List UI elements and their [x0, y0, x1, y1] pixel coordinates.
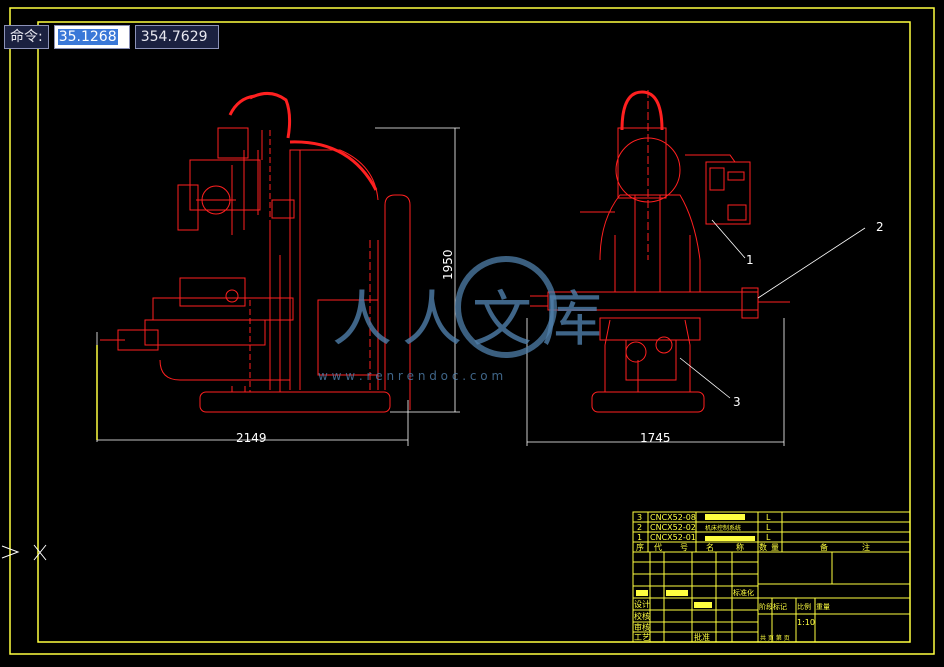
- watermark-url: w w w . r e n r e n d o c . c o m: [318, 369, 503, 383]
- label-weight: 重量: [816, 603, 830, 611]
- inner-frame: [37, 21, 911, 643]
- command-label: 命令:: [4, 25, 49, 49]
- header-name-1: 名: [706, 542, 714, 552]
- x-coordinate-value: 35.1268: [57, 29, 118, 45]
- watermark: 人人文库 w w w . r e n r e n d o c . c o m: [318, 256, 612, 383]
- command-bar: 命令: 35.1268 354.7629: [4, 25, 219, 49]
- label-design: 设计: [634, 599, 650, 609]
- watermark-chars: 人人文库: [332, 285, 612, 355]
- y-coordinate-input[interactable]: 354.7629: [134, 25, 219, 49]
- callout-2: 2: [876, 220, 884, 234]
- part-1-mat: L: [766, 533, 771, 542]
- header-qty-2: 量: [771, 543, 779, 552]
- side-view-dimensions: [526, 219, 866, 446]
- sheet-info: 共 页 第 页: [760, 634, 790, 642]
- dim-left-width: 2149: [236, 431, 267, 445]
- header-seq: 序: [636, 542, 644, 552]
- dim-right-width: 1745: [640, 431, 671, 445]
- part-3-code: CNCX52-08: [650, 513, 696, 522]
- header-code-1: 代: [654, 542, 662, 552]
- callout-3: 3: [733, 395, 741, 409]
- callout-1: 1: [746, 253, 754, 267]
- label-scale-hdr: 比例: [797, 602, 811, 611]
- part-1-code: CNCX52-01: [650, 533, 696, 542]
- front-view[interactable]: [100, 92, 411, 413]
- part-2-mat: L: [766, 523, 771, 532]
- x-coordinate-input[interactable]: 35.1268: [53, 25, 130, 49]
- label-check: 校核: [634, 611, 650, 621]
- header-qty-1: 数: [759, 542, 767, 552]
- outer-frame: [9, 7, 935, 655]
- dim-left-height: 1950: [441, 249, 455, 280]
- title-block-fills: [636, 514, 755, 608]
- label-approve: 批准: [694, 632, 710, 642]
- label-standard: 标准化: [733, 588, 754, 597]
- header-note-2: 注: [862, 542, 870, 552]
- scale-value: 1:10: [797, 618, 815, 627]
- part-2-name: 机床控制系统: [705, 524, 741, 532]
- title-block: [632, 511, 911, 643]
- part-1-no: 1: [637, 533, 642, 542]
- label-stage: 阶段标记: [759, 602, 787, 611]
- label-process: 工艺: [634, 633, 650, 642]
- part-2-no: 2: [637, 523, 642, 532]
- part-3-no: 3: [637, 513, 642, 522]
- part-2-code: CNCX52-02: [650, 523, 696, 532]
- side-view[interactable]: [530, 90, 790, 413]
- header-code-2: 号: [680, 543, 688, 552]
- header-note-1: 备: [820, 542, 828, 552]
- header-name-2: 称: [736, 542, 744, 552]
- ucs-icon: [1, 544, 47, 561]
- title-block-text: 3 CNCX52-08 L 2 CNCX52-02 机床控制系统 L 1 CNC…: [634, 513, 870, 642]
- part-3-mat: L: [766, 513, 771, 522]
- label-review: 审核: [634, 622, 650, 632]
